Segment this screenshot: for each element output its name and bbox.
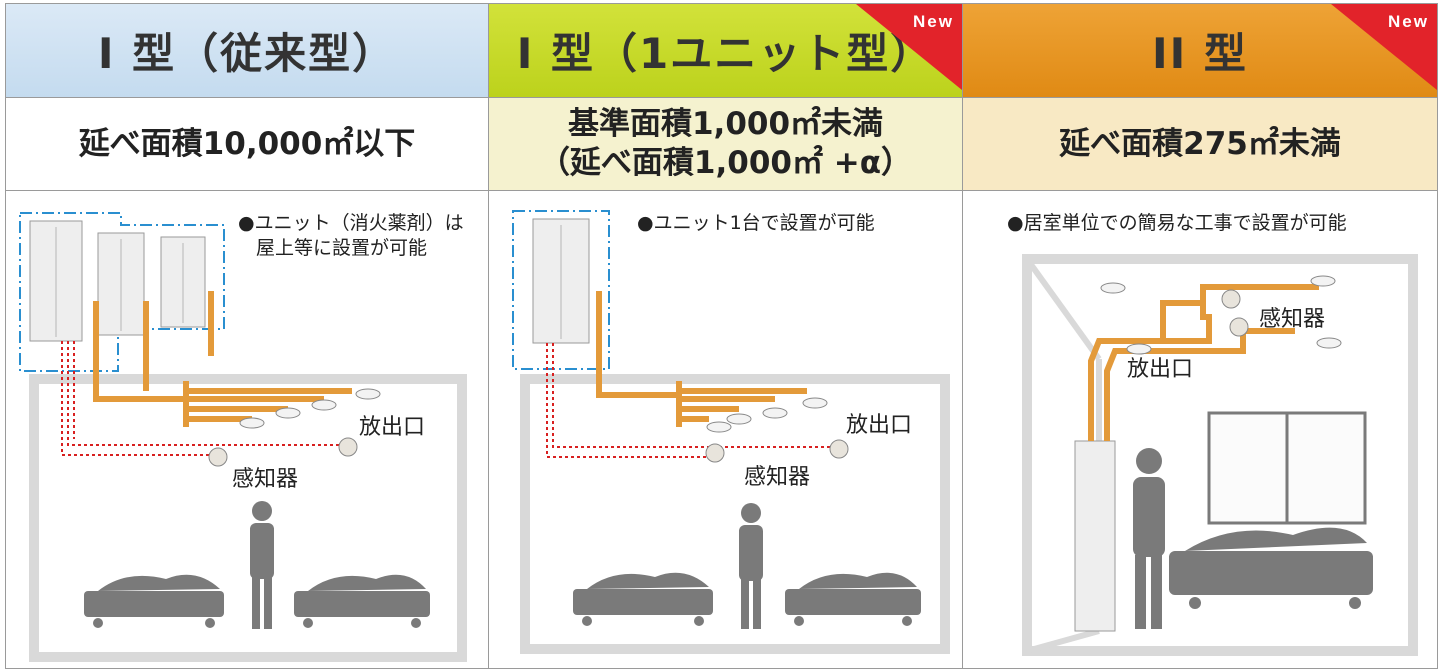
extinguishing-unit <box>1074 440 1116 632</box>
discharge-nozzle <box>762 407 788 419</box>
column-subtitle: 基準面積1,000㎡未満 （延べ面積1,000㎡ +α） <box>489 98 962 191</box>
heat-detector <box>829 439 849 459</box>
subtitle-line: 延べ面積10,000㎡以下 <box>78 125 416 162</box>
sensor-wiring <box>61 341 346 456</box>
room-wall <box>520 374 950 654</box>
discharge-nozzle <box>311 399 337 411</box>
new-badge <box>1331 4 1437 90</box>
heat-detector <box>1229 317 1249 337</box>
discharge-outlet-label: 放出口 <box>846 413 913 438</box>
installation-note: ●ユニット（消火薬剤）は 屋上等に設置が可能 <box>238 211 464 260</box>
diagram-area: ●ユニット1台で設置が可能 放出口 感知器 <box>489 191 962 668</box>
room-diagram-conventional <box>19 212 467 662</box>
installation-note: ●居室単位での簡易な工事で設置が可能 <box>1007 211 1347 236</box>
discharge-nozzle <box>1126 343 1152 355</box>
column-type1-single-unit: I 型（1ユニット型） New 基準面積1,000㎡未満 （延べ面積1,000㎡… <box>488 4 962 668</box>
system-comparison-table: I 型（従来型） 延べ面積10,000㎡以下 <box>5 3 1438 669</box>
column-header: I 型（1ユニット型） New <box>489 4 962 98</box>
column-type2: II 型 New 延べ面積275㎡未満 <box>962 4 1437 668</box>
doctor-figure <box>739 503 763 629</box>
installation-note: ●ユニット1台で設置が可能 <box>637 211 875 236</box>
bed-with-patient <box>1169 527 1373 609</box>
discharge-pipe <box>93 291 352 427</box>
discharge-nozzle <box>1100 282 1126 294</box>
discharge-nozzle <box>275 407 301 419</box>
subtitle-line: 基準面積1,000㎡未満 <box>567 106 884 143</box>
heat-detector <box>705 443 725 463</box>
bed-with-patient <box>294 574 430 628</box>
discharge-nozzle <box>706 421 732 433</box>
heat-detector <box>208 447 228 467</box>
column-header: II 型 New <box>963 4 1437 98</box>
discharge-outlet-label: 放出口 <box>359 415 426 440</box>
discharge-nozzle <box>355 388 381 400</box>
note-line: ●ユニット（消火薬剤）は <box>238 212 464 234</box>
note-line: 屋上等に設置が可能 <box>256 236 428 259</box>
doctor-figure <box>250 501 274 629</box>
discharge-outlet-label: 放出口 <box>1127 357 1194 382</box>
room-diagram-single-unit <box>512 210 950 654</box>
column-type1-conventional: I 型（従来型） 延べ面積10,000㎡以下 <box>6 4 488 668</box>
column-subtitle: 延べ面積10,000㎡以下 <box>6 98 488 191</box>
column-subtitle: 延べ面積275㎡未満 <box>963 98 1437 191</box>
new-badge-label: New <box>1388 12 1429 31</box>
discharge-pipe <box>596 291 807 427</box>
column-header: I 型（従来型） <box>6 4 488 98</box>
detector-label: 感知器 <box>744 465 811 490</box>
note-line: ●ユニット1台で設置が可能 <box>637 212 875 234</box>
column-title: II 型 <box>1152 29 1248 78</box>
detector-label: 感知器 <box>1259 307 1326 332</box>
heat-detector <box>338 437 358 457</box>
room-wall <box>1022 254 1418 656</box>
subtitle-line: 延べ面積275㎡未満 <box>1059 125 1341 162</box>
discharge-pipe <box>1088 284 1319 441</box>
new-badge-label: New <box>913 12 954 31</box>
unit-boundary <box>19 212 225 372</box>
column-title: I 型（従来型） <box>97 29 397 78</box>
bed-with-patient <box>573 572 713 626</box>
discharge-nozzle <box>239 417 265 429</box>
doctor-figure <box>1133 448 1165 629</box>
diagram-area: ●居室単位での簡易な工事で設置が可能 放出口 感知器 <box>963 191 1437 668</box>
discharge-nozzle <box>802 397 828 409</box>
bed-with-patient <box>785 572 921 626</box>
heat-detector <box>1221 289 1241 309</box>
unit-boundary <box>512 210 610 370</box>
discharge-nozzle <box>1316 337 1342 349</box>
bed-with-patient <box>84 574 224 628</box>
detector-label: 感知器 <box>232 467 299 492</box>
subtitle-line: （延べ面積1,000㎡ +α） <box>538 145 913 181</box>
note-line: ●居室単位での簡易な工事で設置が可能 <box>1007 212 1347 234</box>
room-diagram-type2 <box>1022 254 1418 656</box>
discharge-nozzle <box>726 413 752 425</box>
sensor-wiring <box>546 343 839 458</box>
diagram-area: ●ユニット（消火薬剤）は 屋上等に設置が可能 放出口 感知器 <box>6 191 488 668</box>
room-wall <box>29 374 467 662</box>
new-badge <box>856 4 962 90</box>
discharge-nozzle <box>1310 275 1336 287</box>
